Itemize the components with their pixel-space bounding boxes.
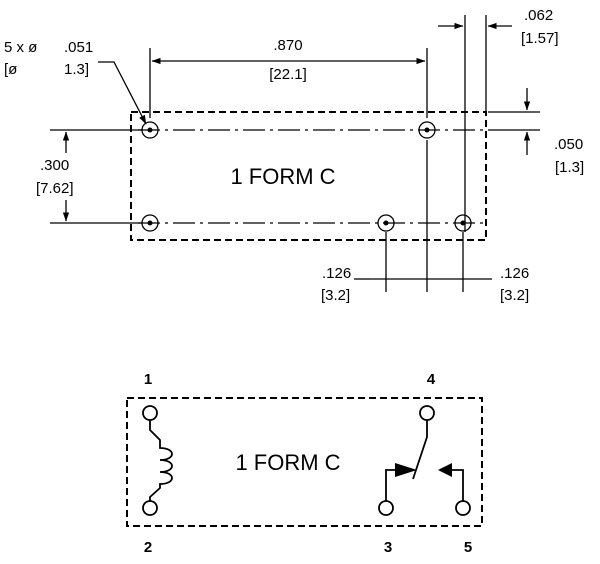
no-contact-arrow xyxy=(438,463,452,477)
pitch-left-mm: [3.2] xyxy=(321,287,350,304)
nc-contact-arrow xyxy=(395,463,417,477)
mounting-hole-5 xyxy=(454,214,472,232)
hole-spec-inch: .051 xyxy=(64,39,93,56)
pitch-right-inch: .126 xyxy=(500,265,529,282)
hole-spec-count: 5 x ø xyxy=(4,39,37,56)
hole-spec-mm-prefix: [ø xyxy=(4,61,17,78)
common-lead xyxy=(385,469,395,501)
nc-lead xyxy=(452,469,464,501)
footprint-view: 5 x ø .051 [ø 1.3] .870 [22.1] .062 [1.5… xyxy=(4,7,584,304)
terminal-3 xyxy=(378,500,394,516)
switch-armature xyxy=(412,420,428,480)
footprint-outline xyxy=(130,111,487,241)
edge-spacing-mm: [1.57] xyxy=(521,30,559,47)
terminal-2 xyxy=(142,500,158,516)
coil-symbol xyxy=(149,420,173,501)
height-inch: .300 xyxy=(40,157,69,174)
mounting-hole-3 xyxy=(377,214,395,232)
edge-spacing-inch: .062 xyxy=(524,7,553,24)
width-mm: [22.1] xyxy=(269,66,307,83)
pin-label-1: 1 xyxy=(144,371,152,388)
schematic-label: 1 FORM C xyxy=(235,450,340,475)
offset-mm: [1.3] xyxy=(555,159,584,176)
hole-spec-leader xyxy=(98,61,147,125)
mounting-hole-4 xyxy=(418,121,436,139)
offset-inch: .050 xyxy=(554,136,583,153)
schematic-outline xyxy=(126,397,483,527)
terminal-1 xyxy=(142,405,158,421)
pin-label-2: 2 xyxy=(144,539,152,556)
height-mm: [7.62] xyxy=(36,180,74,197)
width-inch: .870 xyxy=(273,37,302,54)
terminal-5 xyxy=(455,500,471,516)
hole-spec-mm: 1.3] xyxy=(64,61,89,78)
pin-label-3: 3 xyxy=(384,539,392,556)
pitch-right-mm: [3.2] xyxy=(500,287,529,304)
footprint-label: 1 FORM C xyxy=(230,164,335,189)
pin-label-4: 4 xyxy=(427,371,436,388)
pin-label-5: 5 xyxy=(464,539,472,556)
pitch-left-inch: .126 xyxy=(322,265,351,282)
terminal-4 xyxy=(419,405,435,421)
schematic-view: 1 FORM C 1 2 3 4 5 xyxy=(126,371,483,556)
